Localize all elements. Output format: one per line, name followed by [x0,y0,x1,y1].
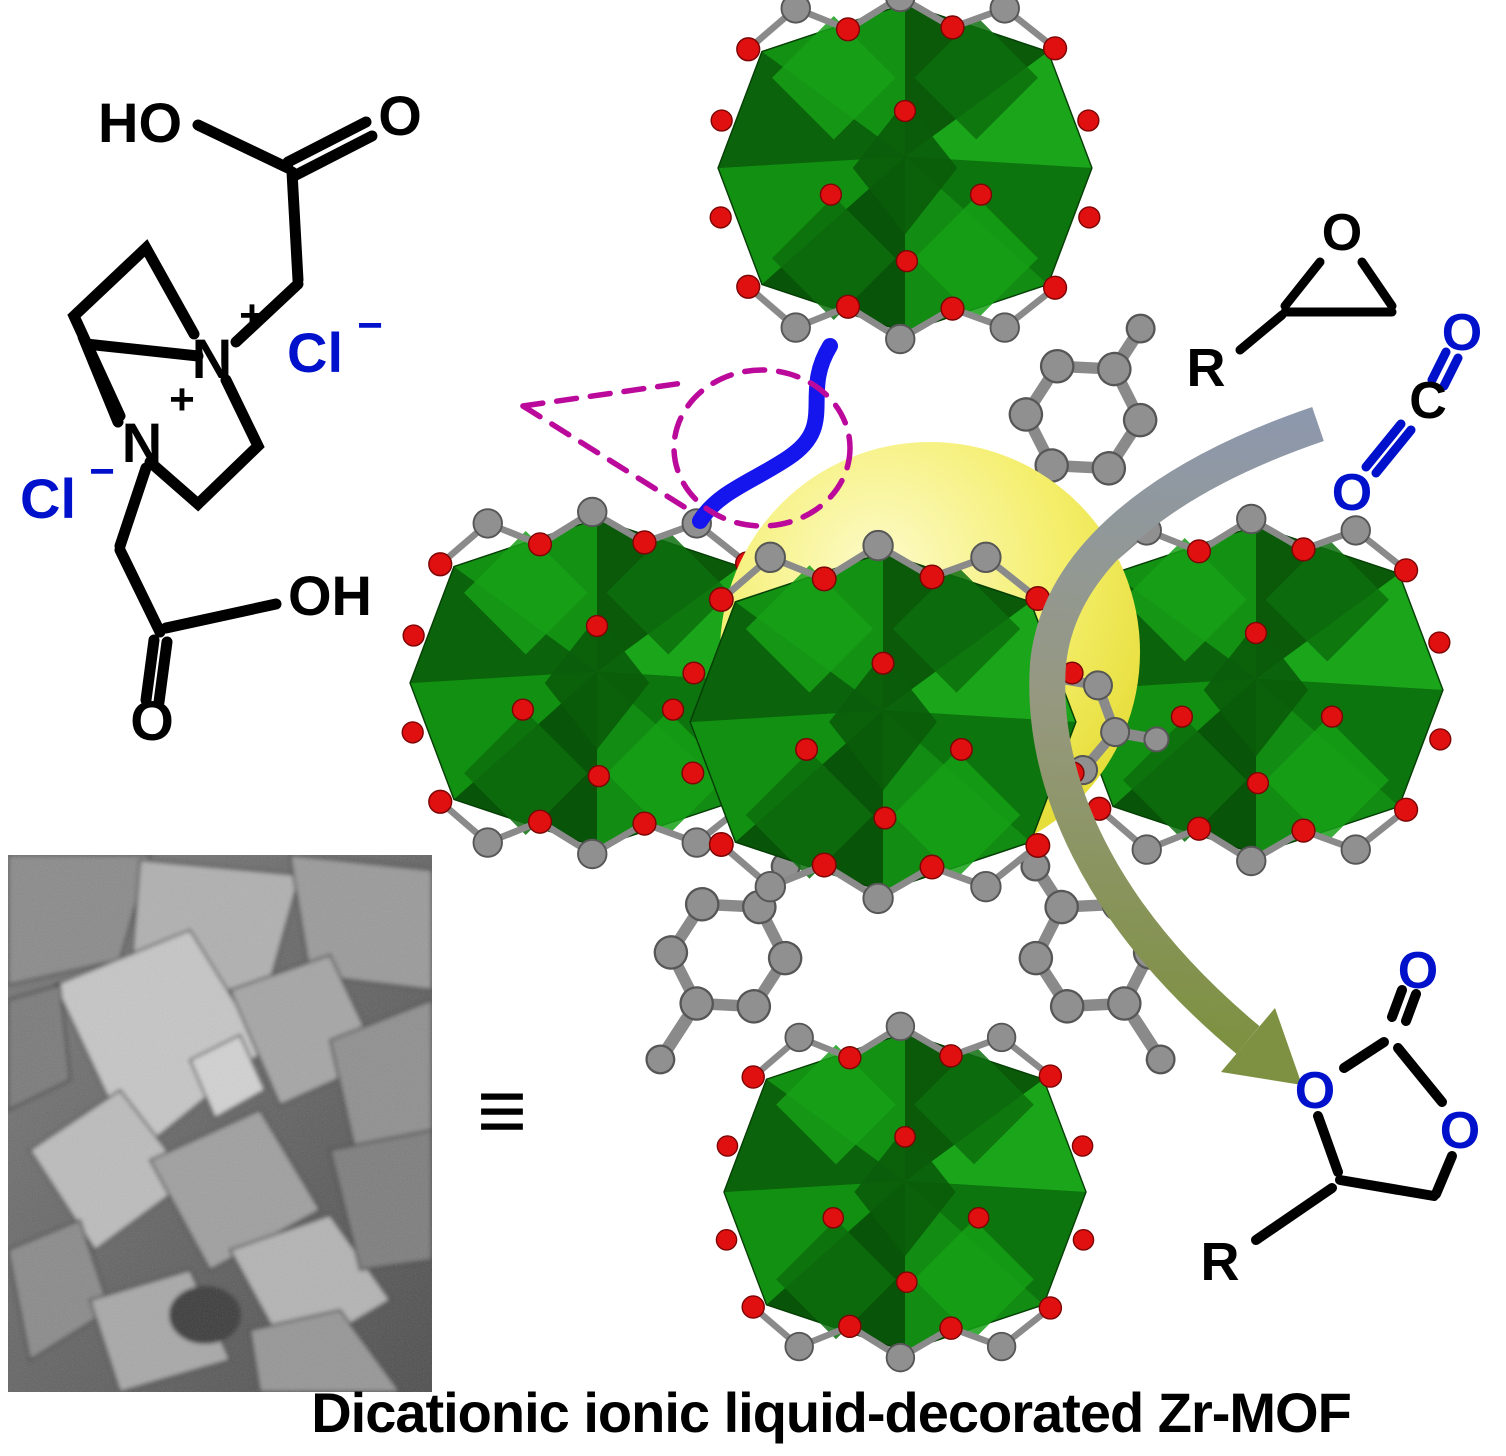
carbonate-o-carbonyl-label: O [1398,942,1438,1000]
cl-top-label: Cl [287,321,343,384]
n-bottom-charge: + [169,375,195,424]
cl-bottom-label: Cl [20,467,76,530]
co2-o-top-label: O [1442,304,1482,362]
reaction-arrowhead [1221,1008,1302,1085]
n-top-charge: + [239,291,265,340]
n-top-label: N [192,327,232,390]
cl-bottom-charge: − [89,447,115,496]
sem-image [8,855,432,1392]
zr6-cluster-bottom [716,1013,1093,1372]
n-bottom-label: N [122,411,162,474]
carbonyl-o-bottom-label: O [130,689,174,752]
bond-lines [67,116,378,708]
epoxide-structure: R O [1187,204,1397,398]
equivalence-symbol: ≡ [477,1063,527,1159]
carbonate-o-right-label: O [1440,1102,1480,1160]
highlight-callout [520,367,853,529]
epoxide-o-label: O [1322,204,1362,262]
co2-structure: O C O [1332,304,1482,522]
ionic-liquid-tether [692,338,838,529]
ho-label: HO [98,91,182,154]
co2-c-label: C [1409,372,1447,430]
mof-framework [402,0,1451,1371]
co2-o-bottom-label: O [1332,464,1372,522]
reaction-arrow [1029,406,1324,1054]
zr6-cluster-top [710,0,1100,353]
cyclic-carbonate-structure: O O O R [1201,942,1481,1292]
carbonate-o-left-label: O [1295,1062,1335,1120]
oh-label: OH [288,564,372,627]
epoxide-r-label: R [1187,338,1226,398]
ionic-liquid-structure: HO O N + Cl − N + Cl − OH O [20,84,422,752]
carbonate-r-label: R [1201,1232,1240,1292]
figure-caption: Dicationic ionic liquid-decorated Zr-MOF [311,1381,1352,1444]
carbonyl-o-top-label: O [378,84,422,147]
cl-top-charge: − [357,301,383,350]
